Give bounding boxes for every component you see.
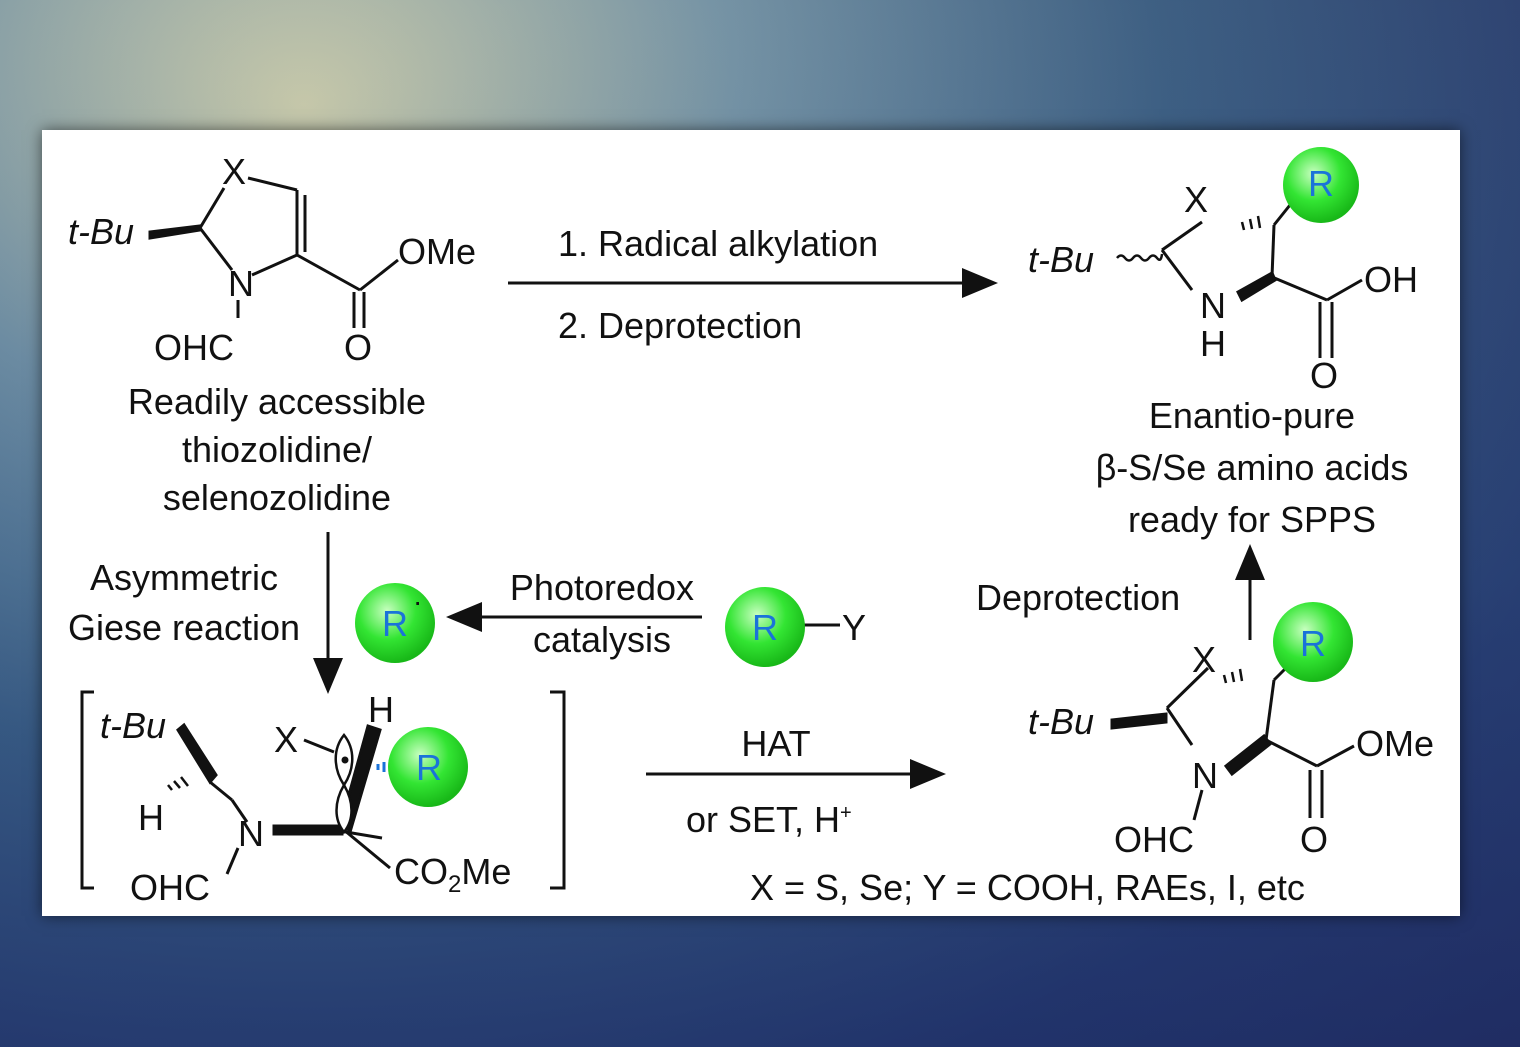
reagent-r-letter: R — [752, 607, 778, 648]
start-wedge — [148, 224, 202, 240]
int-n-atom: N — [238, 813, 264, 854]
r-circles — [355, 147, 1359, 807]
start-label-line1: Readily accessible — [127, 381, 427, 422]
ester-r-letter: R — [1300, 623, 1326, 664]
int-co2me: CO2Me — [394, 851, 512, 899]
up-arrow-label: Deprotection — [976, 577, 1181, 618]
product-hash — [1240, 215, 1262, 231]
photoredox-line1: Photoredox — [509, 567, 695, 608]
r-circle-product — [1283, 147, 1359, 223]
start-ome: OMe — [398, 231, 477, 272]
ester-o: O — [1300, 819, 1329, 860]
product-h-atom: H — [1200, 323, 1226, 364]
ester-n-atom: N — [1192, 755, 1218, 796]
top-arrow-step1: 1. Radical alkylation — [558, 223, 879, 264]
p-orbital — [334, 732, 354, 834]
product-label-line3: ready for SPPS — [1127, 499, 1377, 540]
radical-dot: · — [413, 586, 423, 617]
r-circle-radical — [355, 583, 435, 663]
wavy-bond — [1116, 253, 1164, 262]
r-circle-intermediate — [388, 727, 468, 807]
scheme-graphics — [80, 147, 1363, 890]
ester-ome: OMe — [1356, 723, 1435, 764]
start-n-atom: N — [228, 263, 254, 304]
product-tbu: t-Bu — [1028, 239, 1095, 280]
ester-tbu: t-Bu — [1028, 701, 1095, 742]
int-wedge-1 — [176, 722, 218, 785]
bracket-left — [80, 690, 94, 890]
start-o: O — [344, 327, 373, 368]
ester-wedge-1 — [1110, 712, 1168, 730]
hat-line1: HAT — [741, 723, 811, 764]
bracket-right — [550, 690, 566, 890]
product-r-letter: R — [1308, 163, 1334, 204]
product-label-line1: Enantio-pure — [1148, 395, 1356, 436]
start-ohc: OHC — [154, 327, 234, 368]
ester-x-atom: X — [1192, 639, 1217, 680]
int-h-top: H — [368, 689, 394, 730]
int-r-letter: R — [416, 747, 442, 788]
product-wedge — [1236, 270, 1277, 303]
int-ohc: OHC — [130, 867, 210, 908]
hat-line2: or SET, H+ — [686, 799, 852, 840]
product-x-atom: X — [1184, 179, 1209, 220]
r-circle-reagent — [725, 587, 805, 667]
start-label-line3: selenozolidine — [162, 477, 392, 518]
product-label-line2: β-S/Se amino acids — [1095, 447, 1409, 488]
down-arrow-line2: Giese reaction — [67, 607, 301, 648]
int-hash-h — [167, 776, 189, 791]
int-tbu: t-Bu — [100, 705, 167, 746]
product-oh: OH — [1364, 259, 1418, 300]
down-arrow-line1: Asymmetric — [90, 557, 278, 598]
start-tbu: t-Bu — [68, 211, 135, 252]
int-x-atom: X — [274, 719, 299, 760]
top-arrow-step2: 2. Deprotection — [558, 305, 803, 346]
product-n-atom: N — [1200, 285, 1226, 326]
int-h-left: H — [138, 797, 164, 838]
photoredox-line2: catalysis — [532, 619, 672, 660]
start-label-line2: thiozolidine/ — [181, 429, 373, 470]
footnote: X = S, Se; Y = COOH, RAEs, I, etc — [750, 867, 1305, 908]
int-bold-bond — [272, 824, 344, 836]
radical-r-letter: R — [382, 603, 408, 644]
ester-bonds — [1165, 658, 1355, 821]
reagent-y: Y — [842, 607, 867, 648]
ester-ohc: OHC — [1114, 819, 1194, 860]
product-bonds — [1160, 204, 1363, 358]
scheme-panel: X t-Bu N OMe OHC O Readily accessible th… — [42, 130, 1460, 916]
start-compound-bonds — [198, 176, 399, 328]
r-circle-ester — [1273, 602, 1353, 682]
ester-hash — [1222, 668, 1244, 684]
product-o: O — [1310, 355, 1339, 396]
ester-wedge-2 — [1223, 733, 1273, 777]
start-x-atom: X — [222, 151, 247, 192]
